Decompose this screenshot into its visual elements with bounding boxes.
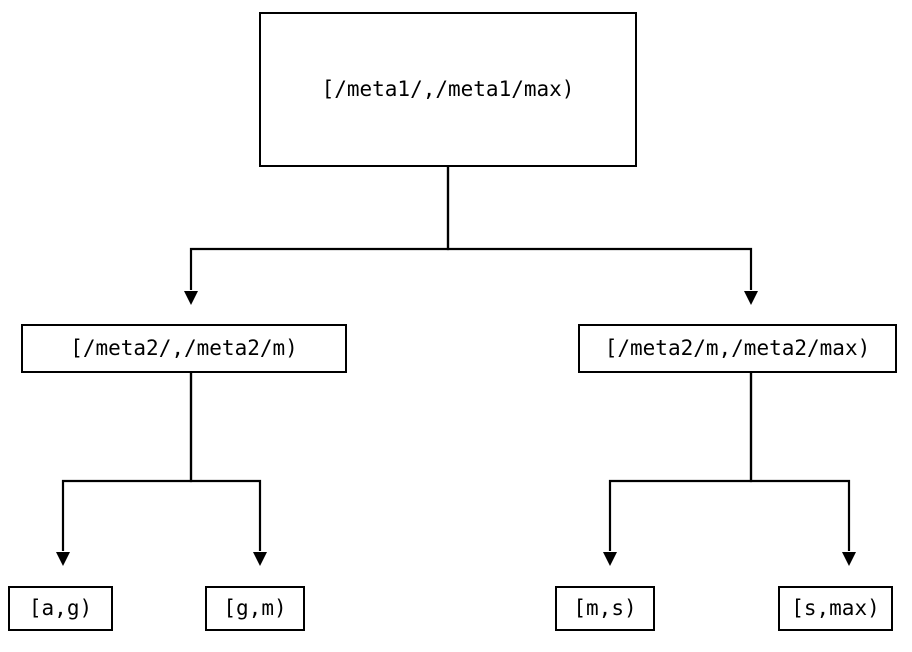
- node-mid-left-label: [/meta2/,/meta2/m): [70, 336, 298, 360]
- edge-root-to-mid-right: [446, 167, 758, 305]
- node-mid-right-label: [/meta2/m,/meta2/max): [604, 336, 871, 360]
- node-mid-right[interactable]: [/meta2/m,/meta2/max): [578, 324, 897, 373]
- node-mid-left[interactable]: [/meta2/,/meta2/m): [21, 324, 347, 373]
- node-leaf-gm[interactable]: [g,m): [205, 586, 305, 631]
- node-leaf-ms[interactable]: [m,s): [555, 586, 655, 631]
- edge-mid-left-to-leaf-gm: [189, 373, 267, 566]
- arrowhead-icon: [56, 552, 70, 566]
- edge-mid-right-to-leaf-ms: [603, 373, 753, 566]
- edge-mid-right-to-leaf-smax: [749, 373, 856, 566]
- arrowhead-icon: [842, 552, 856, 566]
- arrowhead-icon: [744, 291, 758, 305]
- arrowhead-icon: [184, 291, 198, 305]
- node-leaf-ms-label: [m,s): [573, 596, 637, 620]
- node-root-label: [/meta1/,/meta1/max): [321, 77, 575, 101]
- arrowhead-icon: [603, 552, 617, 566]
- edge-root-to-mid-left: [184, 167, 450, 305]
- arrowhead-icon: [253, 552, 267, 566]
- node-leaf-gm-label: [g,m): [223, 596, 287, 620]
- node-leaf-ag-label: [a,g): [28, 596, 93, 620]
- node-leaf-smax-label: [s,max): [791, 596, 880, 620]
- node-leaf-ag[interactable]: [a,g): [8, 586, 113, 631]
- node-leaf-smax[interactable]: [s,max): [778, 586, 893, 631]
- node-root[interactable]: [/meta1/,/meta1/max): [259, 12, 637, 167]
- edge-mid-left-to-leaf-ag: [56, 373, 193, 566]
